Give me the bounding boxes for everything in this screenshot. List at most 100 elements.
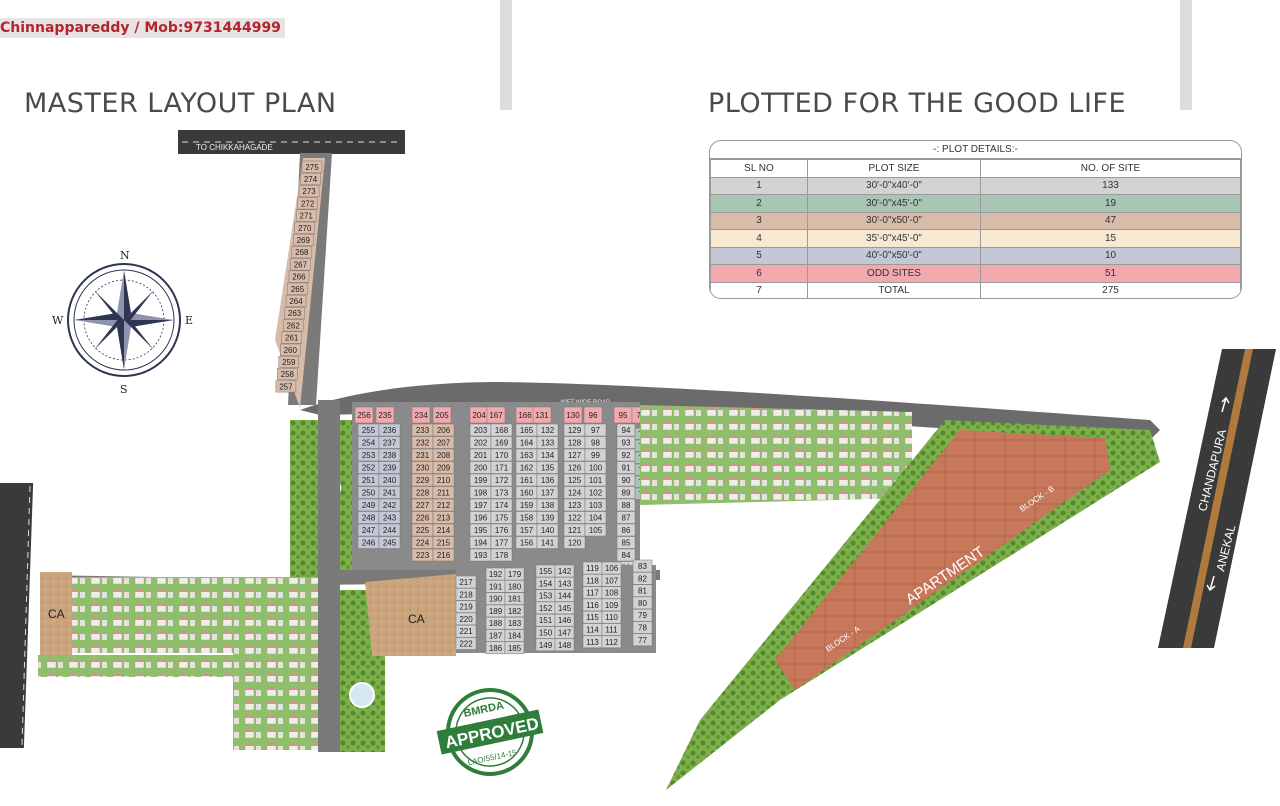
good-life-heading: PLOTTED FOR THE GOOD LIFE: [708, 88, 1127, 119]
plot-number: 179: [508, 570, 522, 579]
plot-number: 148: [558, 641, 572, 650]
plot-cell: [432, 473, 455, 487]
plot-number: 184: [508, 632, 522, 641]
plot-number: 142: [558, 567, 572, 576]
plot-cell: [278, 355, 300, 368]
plot-cell: [601, 598, 622, 612]
plot-cell: [601, 635, 622, 649]
plot-cell: [455, 612, 477, 626]
plot-cell: [432, 436, 455, 449]
plot-cell: [504, 580, 525, 593]
apartment-buildings: [775, 430, 1110, 690]
plot-cell: [275, 380, 297, 393]
plot-number: 140: [541, 526, 555, 535]
plot-number: 240: [383, 476, 397, 485]
plot-cell: [432, 548, 455, 562]
plot-cell: [601, 574, 622, 587]
plot-number: 228: [416, 489, 430, 498]
plot-number: 218: [459, 590, 473, 599]
plot-cell: [563, 406, 583, 424]
plot-number: 122: [568, 514, 582, 523]
plot-number: 237: [383, 439, 397, 448]
plot-number: 250: [362, 489, 376, 498]
plot-number: 271: [300, 212, 314, 221]
plot-number: 134: [541, 451, 555, 460]
plot-cell: [290, 258, 311, 271]
plot-number: 160: [520, 489, 534, 498]
plot-number: 83: [638, 562, 647, 571]
plot-cell: [277, 368, 298, 381]
plot-number: 248: [362, 514, 376, 523]
plot-number: 157: [520, 526, 534, 535]
plot-number: 112: [605, 638, 618, 647]
plot-number: 238: [383, 451, 397, 460]
plot-number: 203: [474, 426, 488, 435]
plot-number: 141: [541, 539, 555, 548]
plot-cell: [354, 406, 374, 424]
plot-cell: [293, 233, 314, 246]
plot-number: 152: [539, 604, 553, 613]
plot-cell: [455, 600, 477, 613]
plot-cell: [378, 536, 401, 549]
compass-w: W: [52, 314, 64, 327]
plot-number: 118: [586, 576, 599, 585]
plot-number: 208: [437, 451, 451, 460]
ca-center: [365, 574, 456, 656]
plot-number: 110: [605, 613, 618, 622]
plot-number: 163: [520, 451, 534, 460]
plot-number: 180: [508, 582, 522, 591]
compass-e: E: [185, 314, 193, 327]
plot-number: 221: [459, 627, 473, 636]
plot-cell: [601, 586, 622, 599]
plot-cell: [632, 621, 653, 634]
plot-number: 117: [586, 589, 599, 598]
plot-number: 263: [288, 309, 302, 318]
plot-cell: [284, 307, 305, 320]
plot-number: 132: [541, 426, 555, 435]
plot-number: 209: [437, 464, 451, 473]
cell-count: 275: [980, 281, 1241, 298]
plot-number: 108: [605, 589, 619, 598]
plot-number: 177: [495, 539, 509, 548]
plot-cell: [432, 536, 455, 549]
road-label-chikkahagade: TO CHIKKAHAGADE: [196, 143, 273, 152]
plot-number: 231: [416, 451, 430, 460]
plot-number: 242: [383, 501, 397, 510]
plot-cell: [536, 511, 559, 524]
plot-cell: [504, 592, 525, 605]
plot-number: 244: [383, 526, 397, 535]
plot-cell: [285, 294, 307, 307]
plot-number: 251: [362, 476, 376, 485]
plot-cell: [601, 610, 622, 624]
plot-cell: [378, 511, 401, 524]
plot-number: 170: [495, 451, 509, 460]
plot-number: 273: [302, 187, 316, 196]
plot-number: 162: [520, 464, 534, 473]
plot-cell: [584, 436, 607, 449]
plot-number: 187: [489, 632, 503, 641]
plot-number: 266: [292, 273, 306, 282]
plot-number: 81: [638, 587, 647, 596]
ca-left: [40, 572, 72, 656]
plot-cell: [504, 629, 525, 642]
plot-number: 111: [605, 626, 618, 635]
compass-rose: N S E W: [52, 249, 193, 396]
plot-number: 222: [459, 640, 473, 649]
plot-number: 198: [474, 489, 488, 498]
plot-number: 274: [304, 175, 318, 184]
plot-cell: [632, 572, 653, 585]
plot-number: 191: [489, 582, 503, 591]
plot-cell: [536, 448, 559, 462]
plot-number: 268: [295, 248, 309, 257]
plot-cell: [554, 577, 575, 590]
plot-cell: [504, 641, 525, 655]
plot-details-table: -: PLOT DETAILS:- SL NO PLOT SIZE NO. OF…: [709, 140, 1242, 299]
plot-number: 145: [558, 604, 572, 613]
plot-number: 95: [619, 411, 628, 420]
plot-cell: [432, 486, 455, 499]
plot-number: 82: [638, 574, 647, 583]
plot-number: 219: [459, 603, 473, 612]
plot-cell: [432, 406, 452, 424]
plot-number: 253: [362, 451, 376, 460]
divider-bar-right: [1180, 0, 1192, 110]
